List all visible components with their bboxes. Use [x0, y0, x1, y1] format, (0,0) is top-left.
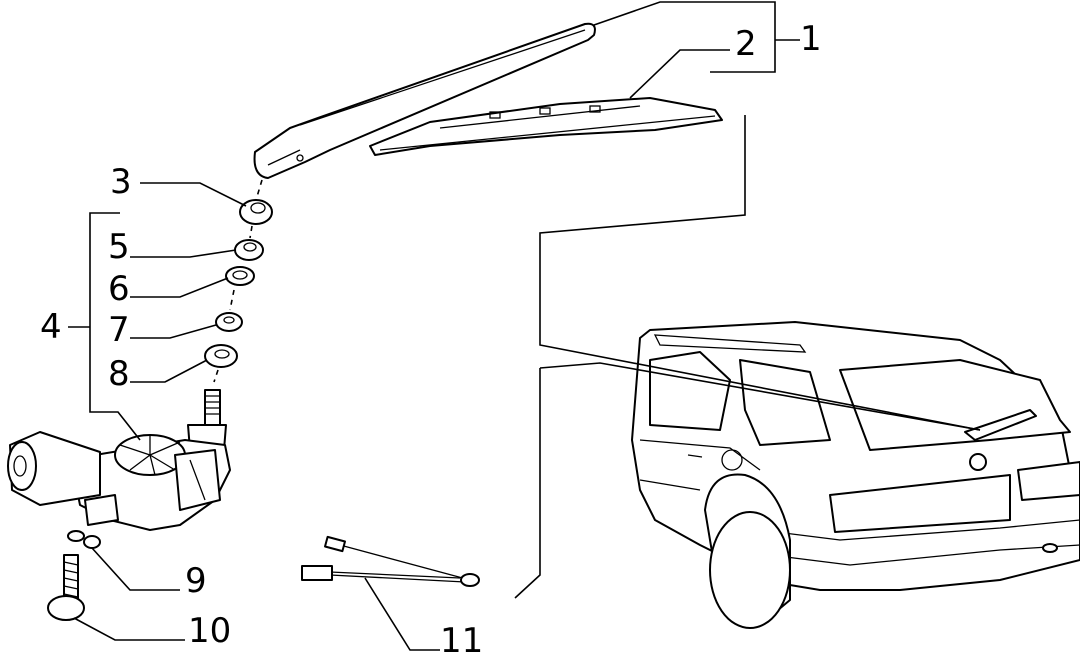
part-9-clip: [67, 530, 101, 549]
pointer-line-lower: [514, 368, 541, 599]
pointer-line: [539, 115, 981, 431]
part-7-nut: [215, 312, 243, 332]
callout-9: 9: [185, 561, 207, 601]
part-6-seal: [225, 266, 255, 286]
wiper-motor: [7, 389, 231, 531]
part-10-bolt: [47, 554, 85, 621]
callout-7: 7: [108, 310, 130, 350]
pointer-line-upper: [539, 362, 981, 431]
wiper-arm: [253, 22, 596, 179]
callout-6: 6: [108, 269, 130, 309]
part-3-cap: [239, 199, 273, 225]
callout-2: 2: [735, 24, 757, 64]
callout-labels: 1 2 3 4 5 6 7 8 9 10 11: [40, 19, 822, 653]
part-5-nut: [234, 239, 264, 261]
part-11-cable: [301, 535, 480, 587]
callout-4: 4: [40, 307, 62, 347]
wiper-blade: [369, 97, 723, 156]
callout-1: 1: [800, 19, 822, 59]
car-illustration: [631, 321, 1080, 629]
callout-10: 10: [188, 611, 231, 651]
leader-lines: [68, 1, 800, 651]
callout-3: 3: [110, 162, 132, 202]
callout-8: 8: [108, 354, 130, 394]
callout-11: 11: [440, 621, 483, 653]
callout-5: 5: [108, 227, 130, 267]
part-8-washer: [204, 344, 238, 368]
